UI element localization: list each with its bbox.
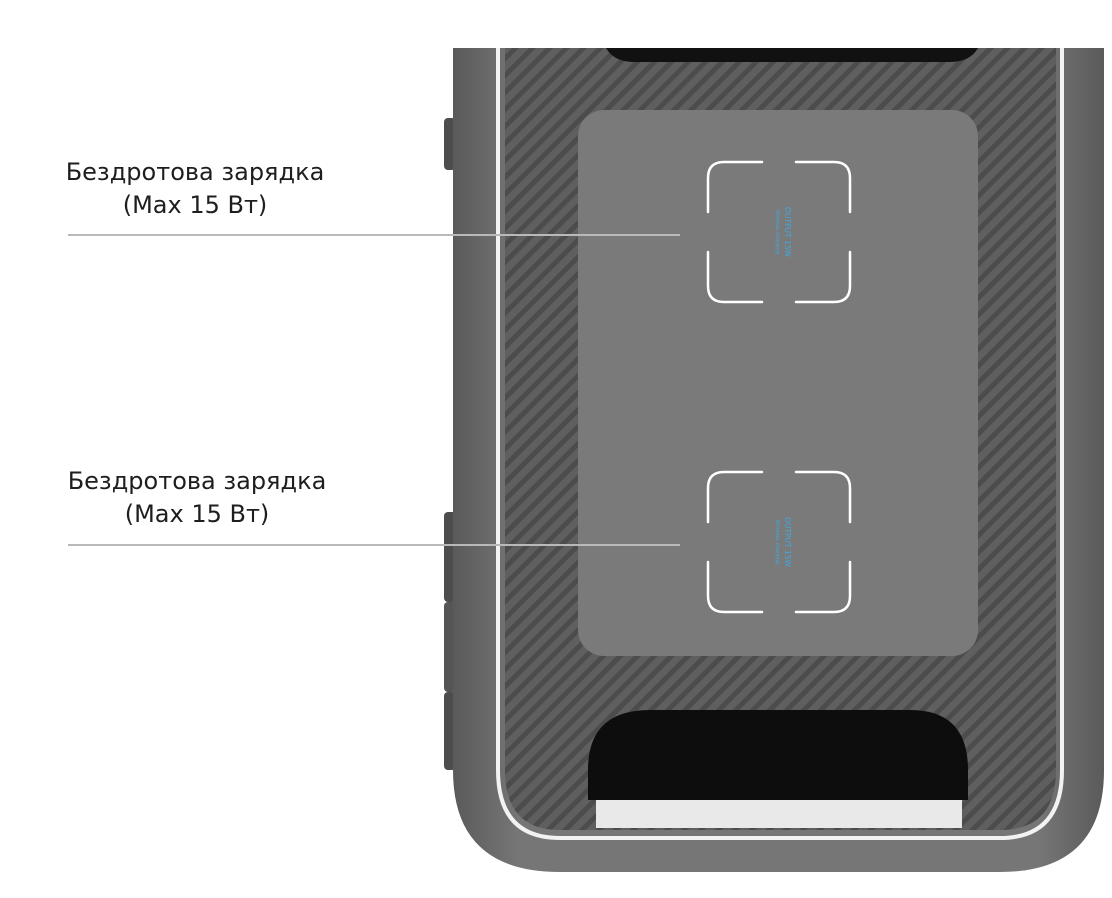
charging-pad-2 [706,470,852,614]
bottom-handle-bar [596,800,962,828]
callout-leader-line-bottom [68,544,680,546]
charging-pad-1-label: OUTPUT 15W Wireless charging [774,207,792,257]
top-handle-opening [606,48,978,62]
callout-leader-line-top [68,234,680,236]
bottom-handle-opening [588,710,968,800]
charging-panel [578,110,978,656]
wireless-charging-callout-bottom: Бездротова зарядка (Max 15 Вт) [47,465,347,531]
shell-trim [496,48,1064,840]
charging-pad-1 [706,160,852,304]
wireless-charging-callout-top: Бездротова зарядка (Max 15 Вт) [45,156,345,222]
svg-text:OUTPUT 15W: OUTPUT 15W [783,517,792,567]
callout-title: Бездротова зарядка [65,158,325,186]
svg-text:Wireless charging: Wireless charging [774,520,780,564]
svg-text:OUTPUT 15W: OUTPUT 15W [783,207,792,257]
callout-title: Бездротова зарядка [67,467,327,495]
callout-subtitle: (Max 15 Вт) [122,191,268,219]
charging-pad-2-label: OUTPUT 15W Wireless charging [774,517,792,567]
svg-text:Wireless charging: Wireless charging [774,210,780,254]
callout-subtitle: (Max 15 Вт) [124,500,270,528]
